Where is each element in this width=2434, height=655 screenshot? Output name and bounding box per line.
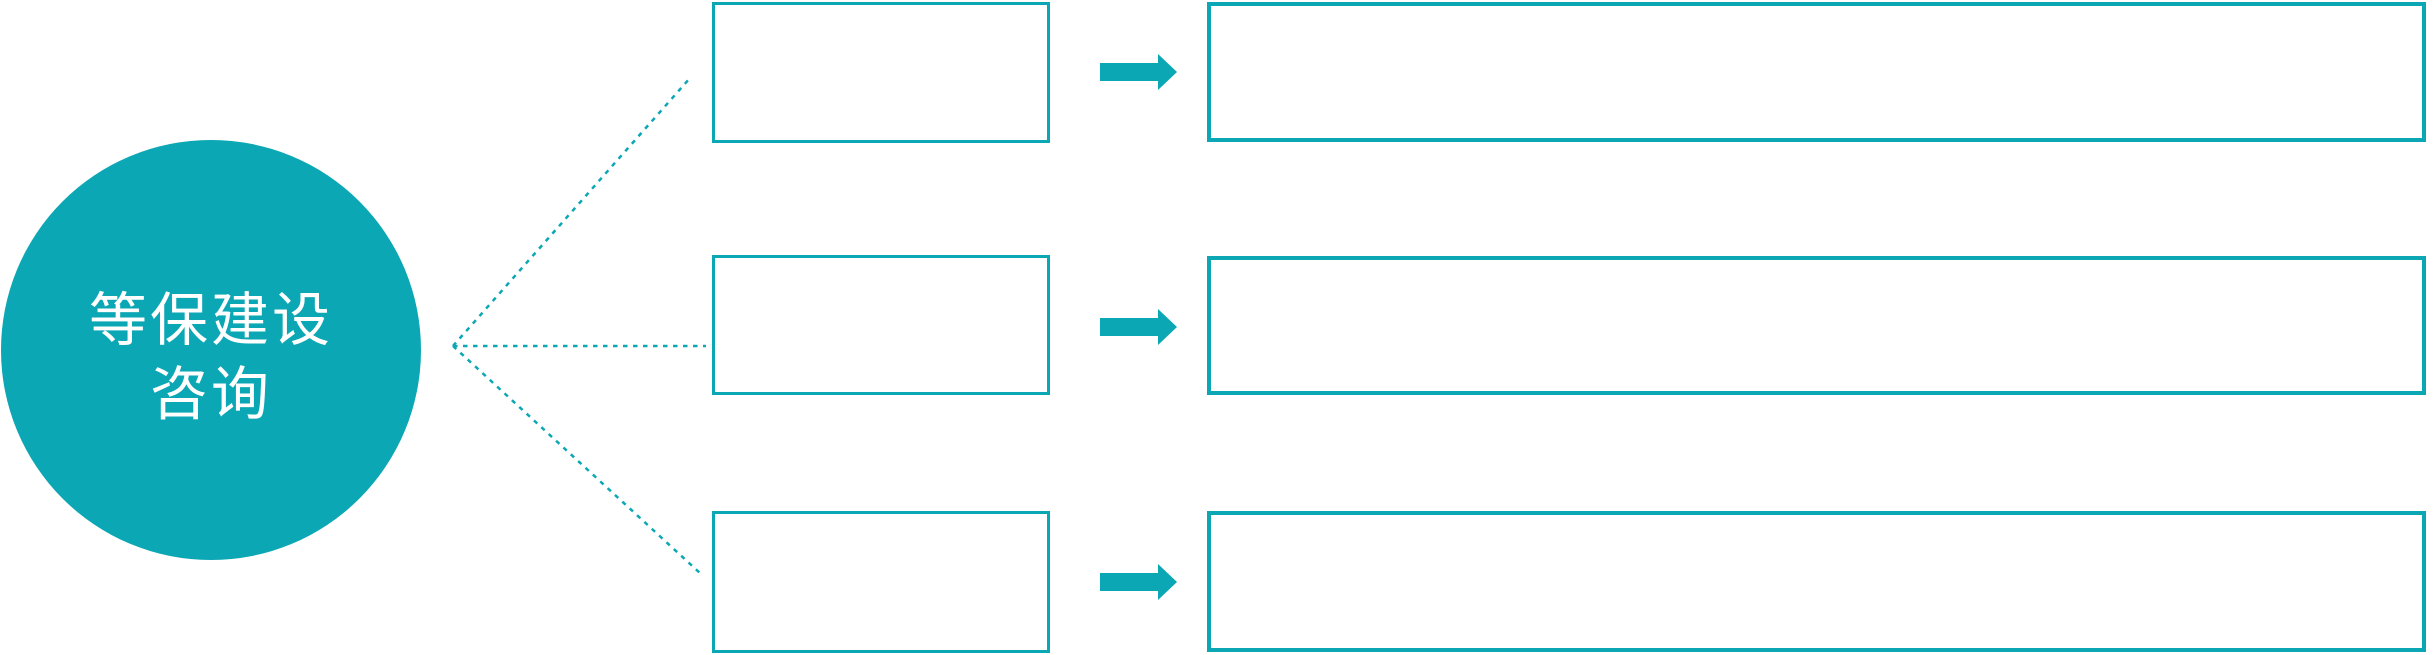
- right-arrow-icon: [1100, 564, 1177, 600]
- detail-box-1: [1207, 2, 2426, 142]
- dotted-connector-bottom: [452, 345, 702, 575]
- hub-label: 等保建设 咨询: [89, 284, 333, 432]
- hub-label-line1: 等保建设: [88, 288, 333, 353]
- right-arrow-icon: [1100, 309, 1177, 345]
- hub-circle: 等保建设 咨询: [1, 140, 421, 560]
- hub-label-line2: 咨询: [149, 362, 272, 427]
- category-box-2: [712, 255, 1050, 395]
- dotted-connector-top: [452, 77, 691, 347]
- category-box-3: [712, 511, 1050, 653]
- detail-box-2: [1207, 256, 2426, 395]
- detail-box-3: [1207, 511, 2426, 652]
- right-arrow-icon: [1100, 54, 1177, 90]
- category-box-1: [712, 2, 1050, 143]
